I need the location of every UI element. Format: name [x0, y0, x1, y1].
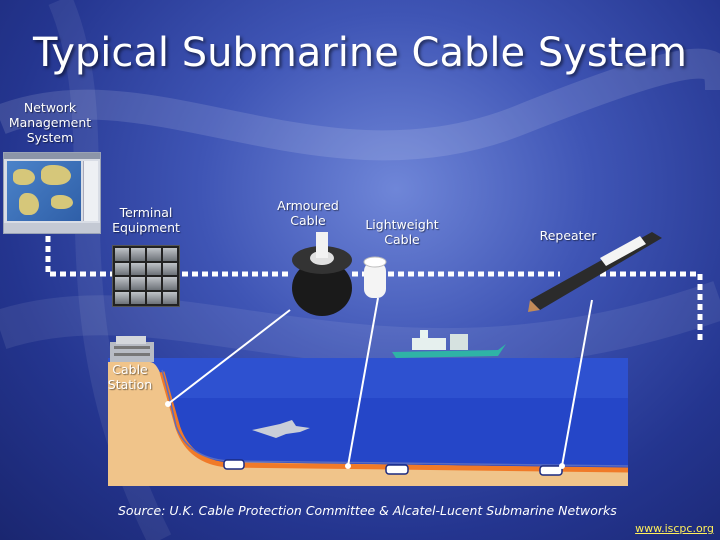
network-management-screen — [3, 152, 101, 234]
lightweight-cable-section — [363, 256, 387, 298]
cable-station-building — [110, 336, 154, 362]
label-terminal-equipment: Terminal Equipment — [112, 205, 180, 235]
label-network-management: Network Management System — [8, 100, 92, 145]
cable-repeater — [223, 459, 563, 476]
dotted-link — [45, 236, 703, 344]
label-lightweight-cable: Lightweight Cable — [365, 217, 439, 247]
label-repeater: Repeater — [539, 228, 597, 243]
website-link[interactable]: www.iscpc.org — [635, 522, 714, 535]
window-titlebar — [4, 153, 100, 159]
repeater-body — [528, 232, 662, 312]
side-panel — [83, 161, 98, 221]
source-caption: Source: U.K. Cable Protection Committee … — [118, 503, 617, 518]
page-title: Typical Submarine Cable System — [33, 30, 687, 76]
seabed — [108, 362, 628, 486]
terminal-equipment-rack — [112, 245, 180, 307]
armoured-cable-section — [292, 232, 352, 316]
window-footer — [4, 223, 100, 233]
world-map — [7, 161, 81, 221]
label-armoured-cable: Armoured Cable — [277, 198, 339, 228]
shark — [252, 420, 310, 438]
label-cable-station: Cable Station — [107, 362, 153, 392]
ship — [392, 330, 506, 358]
pointer-line — [167, 297, 593, 467]
